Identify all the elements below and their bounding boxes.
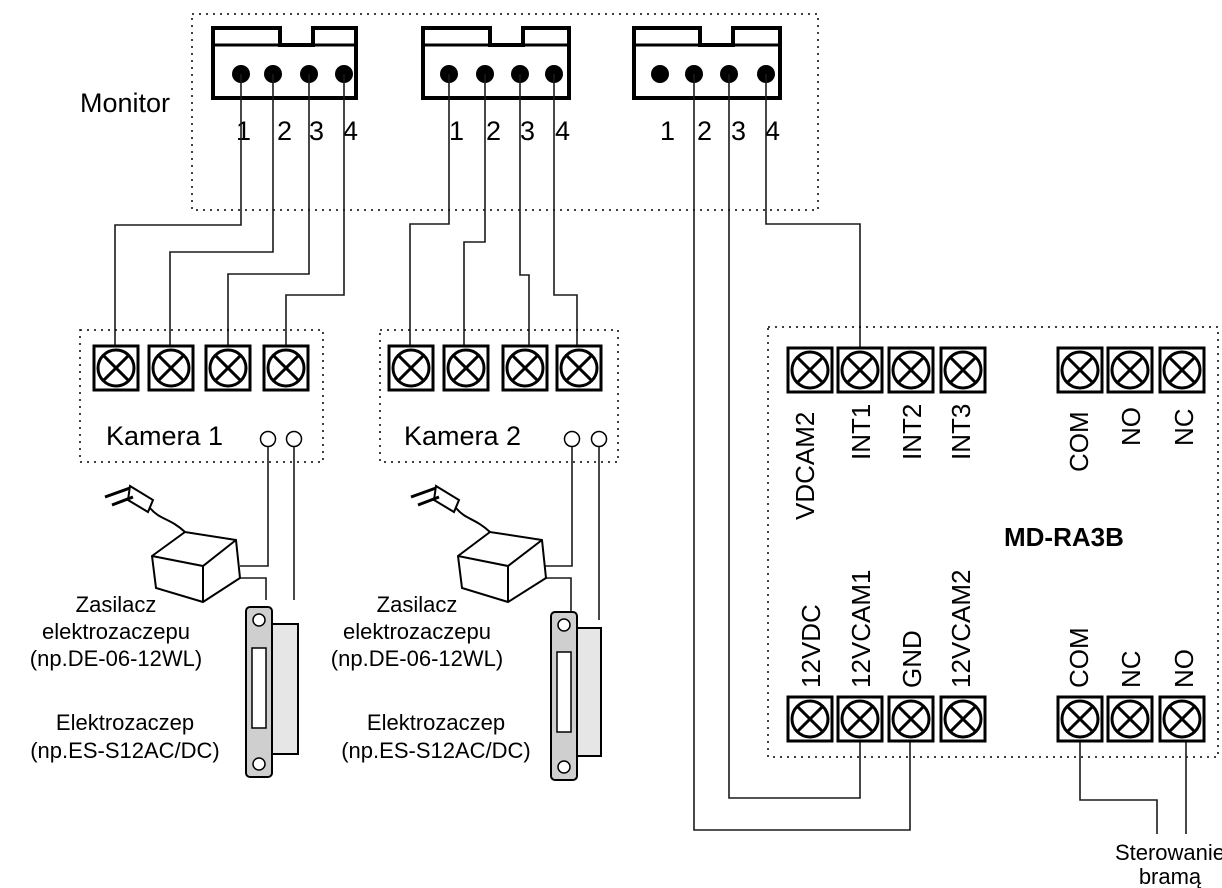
wires-monitor-to-module (693, 74, 911, 831)
svg-text:(np.DE-06-12WL): (np.DE-06-12WL) (331, 646, 503, 671)
c3-pin-2: 2 (697, 116, 712, 146)
camera2-lock-terminal-b (590, 430, 608, 448)
c1-pin-3: 3 (309, 116, 324, 146)
screw-terminals (92, 344, 1206, 743)
c1-pin-1: 1 (236, 116, 251, 146)
camera2-label: Kamera 2 (404, 421, 521, 451)
label-no-top: NO (1116, 407, 1146, 446)
camera1-label: Kamera 1 (106, 421, 223, 451)
label-com-bottom: COM (1064, 627, 1094, 688)
camera2-terminal-3 (501, 344, 549, 392)
svg-text:(np.DE-06-12WL): (np.DE-06-12WL) (30, 646, 202, 671)
module-bottom-terminal-1 (786, 695, 834, 743)
c2-pin-1: 1 (449, 116, 464, 146)
label-int2: INT2 (897, 404, 927, 460)
svg-text:(np.ES-S12AC/DC): (np.ES-S12AC/DC) (30, 738, 220, 763)
monitor-label: Monitor (80, 88, 170, 118)
c1-pin-4: 4 (343, 116, 358, 146)
lock-wires-2 (545, 447, 600, 620)
svg-text:Elektrozaczep: Elektrozaczep (56, 710, 194, 735)
electric-strike-2-icon (550, 611, 602, 781)
c3-pin-3: 3 (731, 116, 746, 146)
lock2-label: Elektrozaczep (np.ES-S12AC/DC) (341, 710, 531, 763)
c3-pin-4: 4 (765, 116, 780, 146)
c2-pin-4: 4 (555, 116, 570, 146)
wires-monitor-to-camera1 (114, 74, 345, 350)
module-label: MD-RA3B (1004, 522, 1124, 552)
psu1-label: Zasilacz elektrozaczepu (np.DE-06-12WL) (30, 592, 202, 671)
label-vdcam2: VDCAM2 (790, 412, 820, 520)
label-12vcam2: 12VCAM2 (946, 570, 976, 689)
module-bottom-terminal-7 (1158, 695, 1206, 743)
camera1-box (79, 329, 324, 463)
svg-text:elektrozaczepu: elektrozaczepu (343, 619, 491, 644)
module-bottom-terminal-5 (1056, 695, 1104, 743)
svg-text:Elektrozaczep: Elektrozaczep (367, 710, 505, 735)
svg-text:Zasilacz: Zasilacz (377, 592, 458, 617)
power-supply-2-icon (410, 484, 548, 604)
module-bottom-terminal-4 (939, 695, 987, 743)
label-nc-top: NC (1169, 408, 1199, 446)
gate-label-line1: Sterowanie (1115, 840, 1222, 865)
lock-wires-1 (240, 447, 295, 600)
module-top-terminal-3 (887, 346, 935, 394)
module-top-terminal-1 (786, 346, 834, 394)
module-bottom-labels: 12VDC 12VCAM1 GND 12VCAM2 COM NC NO (796, 570, 1199, 689)
label-nc-bottom: NC (1116, 650, 1146, 688)
monitor-connector-2: 1 2 3 4 (421, 26, 571, 146)
module-top-terminal-4 (939, 346, 987, 394)
module-top-terminal-6 (1106, 346, 1154, 394)
label-12vcam1: 12VCAM1 (846, 570, 876, 689)
c1-pin-2: 2 (277, 116, 292, 146)
psu2-label: Zasilacz elektrozaczepu (np.DE-06-12WL) (331, 592, 503, 671)
camera2-box (379, 329, 619, 463)
electric-strike-1-icon (245, 606, 299, 778)
module-top-labels: VDCAM2 INT1 INT2 INT3 COM NO NC (790, 404, 1199, 520)
label-no-bottom: NO (1169, 649, 1199, 688)
c3-pin-1: 1 (660, 116, 675, 146)
camera1-lock-terminal-b (285, 430, 303, 448)
label-com-top: COM (1064, 411, 1094, 472)
module-box (767, 326, 1219, 758)
monitor-box (191, 13, 819, 211)
camera2-lock-terminal-a (563, 430, 581, 448)
monitor-connector-3: 1 2 3 4 (632, 26, 782, 146)
gate-label-line2: bramą (1139, 864, 1202, 888)
camera1-lock-terminal-a (259, 430, 277, 448)
label-int1: INT1 (846, 404, 876, 460)
wires-monitor-to-camera2 (409, 74, 578, 350)
module-top-terminal-2 (836, 346, 884, 394)
module-bottom-terminal-2 (836, 695, 884, 743)
label-int3: INT3 (946, 404, 976, 460)
camera2-terminal-2 (442, 344, 490, 392)
camera2-terminal-4 (555, 344, 603, 392)
camera2-terminal-1 (387, 344, 435, 392)
svg-text:elektrozaczepu: elektrozaczepu (42, 619, 190, 644)
label-12vdc: 12VDC (796, 604, 826, 688)
monitor-connector-1: 1 2 3 4 (211, 26, 358, 146)
power-supply-1-icon (104, 484, 242, 604)
module-top-terminal-5 (1056, 346, 1104, 394)
c2-pin-2: 2 (486, 116, 501, 146)
module-top-terminal-7 (1158, 346, 1206, 394)
camera1-terminal-1 (92, 344, 140, 392)
module-bottom-terminal-3 (887, 695, 935, 743)
camera1-terminal-3 (204, 344, 252, 392)
camera1-terminal-4 (262, 344, 310, 392)
svg-text:Zasilacz: Zasilacz (76, 592, 157, 617)
lock1-label: Elektrozaczep (np.ES-S12AC/DC) (30, 710, 220, 763)
svg-text:(np.ES-S12AC/DC): (np.ES-S12AC/DC) (341, 738, 531, 763)
c2-pin-3: 3 (520, 116, 535, 146)
label-gnd: GND (897, 630, 927, 688)
module-bottom-terminal-6 (1106, 695, 1154, 743)
camera1-terminal-2 (147, 344, 195, 392)
